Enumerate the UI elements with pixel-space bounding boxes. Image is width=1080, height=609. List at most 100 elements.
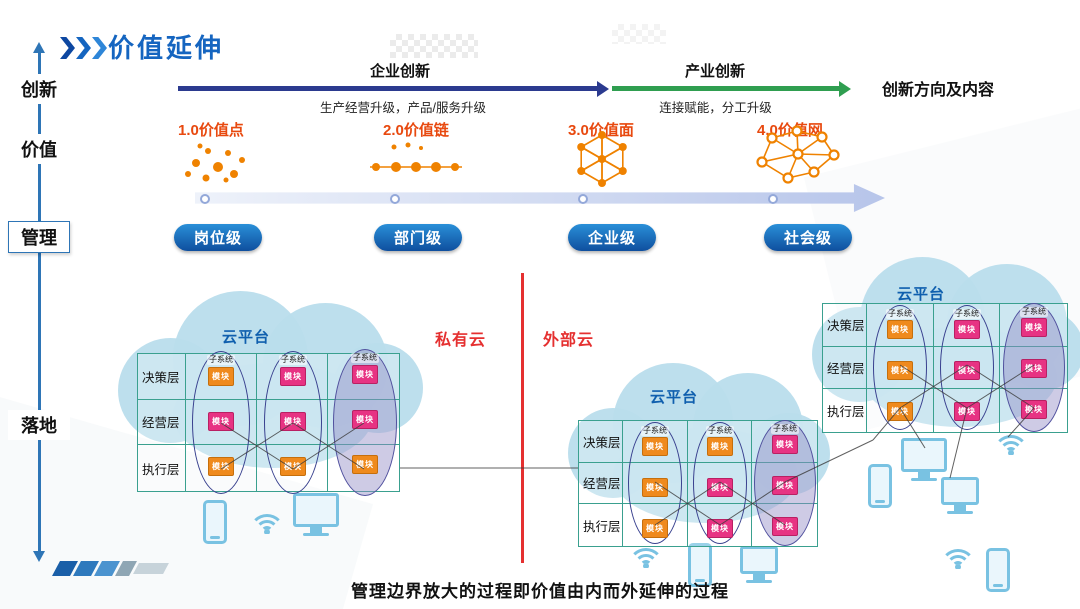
module-box-pink: 模块 (772, 517, 798, 536)
wifi-icon (938, 541, 978, 569)
subsystem-label: 子系统 (953, 309, 981, 319)
subsystem-label: 子系统 (771, 424, 799, 434)
subsystem-ellipse: 子系统 模块模块模块 (264, 351, 322, 494)
module-box-orange: 模块 (887, 320, 913, 339)
stage-marker (200, 194, 210, 204)
subsystem-ellipse: 子系统 模块模块模块 (754, 420, 816, 546)
enterprise-innovation-arrow (178, 80, 609, 97)
module-box-pink: 模块 (1021, 318, 1047, 337)
phone-icon (986, 548, 1010, 592)
module-box-orange: 模块 (280, 457, 306, 476)
phone-icon (203, 500, 227, 544)
cloud-platform-label: 云平台 (650, 389, 699, 406)
module-box-pink: 模块 (1021, 400, 1047, 419)
stage-marker (768, 194, 778, 204)
enterprise-innovation-subtitle: 生产经营升级，产品/服务升级 (320, 101, 486, 115)
module-box-pink: 模块 (280, 412, 306, 431)
cloud-platform-label: 云平台 (222, 329, 271, 346)
module-box-orange: 模块 (208, 367, 234, 386)
pixel-mosaic-decoration (390, 34, 478, 58)
layer-label-execution: 执行层 (579, 504, 623, 546)
module-box-orange: 模块 (887, 361, 913, 380)
industry-innovation-subtitle: 连接赋能，分工升级 (659, 101, 772, 115)
industry-innovation-label: 产业创新 (684, 63, 745, 80)
module-box-pink: 模块 (707, 478, 733, 497)
subsystem-label: 子系统 (1020, 307, 1048, 317)
subsystem-label: 子系统 (641, 426, 669, 436)
cloud-boundary-line (521, 273, 524, 563)
module-box-pink: 模块 (772, 476, 798, 495)
stage-marker (578, 194, 588, 204)
private-cloud-label: 私有云 (435, 332, 487, 349)
monitor-icon (740, 546, 778, 574)
table-cell (867, 389, 934, 432)
module-box-orange: 模块 (707, 437, 733, 456)
stage-label-2: 2.0价值链 (383, 122, 449, 139)
layer-label-execution: 执行层 (138, 445, 186, 491)
subsystem-label: 子系统 (207, 355, 235, 365)
enterprise-innovation-label: 企业创新 (369, 63, 430, 80)
value-extension-arrow (195, 184, 885, 212)
subsystem-label: 子系统 (279, 355, 307, 365)
monitor-icon (941, 477, 979, 505)
subsystem-ellipse: 子系统 模块模块模块 (1003, 303, 1065, 432)
level-pill-position: 岗位级 (174, 224, 262, 251)
level-pill-society: 社会级 (764, 224, 852, 251)
layer-label-operation: 经营层 (579, 462, 623, 505)
stage-label-1: 1.0价值点 (178, 122, 244, 139)
module-box-pink: 模块 (954, 361, 980, 380)
direction-note: 创新方向及内容 (882, 82, 995, 99)
subsystem-ellipse: 子系统 模块模块模块 (333, 349, 397, 496)
module-box-orange: 模块 (352, 455, 378, 474)
table-cell (934, 389, 1001, 432)
wifi-icon (626, 540, 666, 568)
footer-chevrons-decoration (52, 561, 169, 576)
subsystem-ellipse: 子系统 模块模块模块 (628, 422, 682, 544)
phone-icon (868, 464, 892, 508)
module-box-pink: 模块 (208, 412, 234, 431)
value-point-icon (185, 143, 245, 183)
module-box-pink: 模块 (1021, 359, 1047, 378)
footer-caption: 管理边界放大的过程即价值由内而外延伸的过程 (351, 582, 729, 601)
axis-label-innovation: 创新 (8, 74, 70, 104)
module-box-pink: 模块 (772, 435, 798, 454)
cloud-platform-label: 云平台 (897, 286, 946, 303)
subsystem-label: 子系统 (706, 426, 734, 436)
vertical-axis-line (33, 42, 45, 562)
title-chevrons-icon (60, 37, 107, 59)
layer-label-decision: 决策层 (823, 304, 867, 347)
module-box-orange: 模块 (208, 457, 234, 476)
axis-label-value: 价值 (8, 134, 70, 164)
module-box-pink: 模块 (280, 367, 306, 386)
page-title: 价值延伸 (108, 33, 225, 63)
layer-label-decision: 决策层 (579, 421, 623, 463)
wifi-icon (247, 506, 287, 534)
monitor-icon (901, 438, 947, 472)
industry-innovation-arrow (612, 80, 851, 97)
phone-icon (688, 543, 712, 587)
layer-label-execution: 执行层 (823, 389, 867, 432)
subsystem-ellipse: 子系统 模块模块模块 (873, 305, 927, 430)
stage-marker (390, 194, 400, 204)
value-chain-icon (370, 142, 462, 172)
module-box-orange: 模块 (887, 402, 913, 421)
module-box-orange: 模块 (642, 519, 668, 538)
level-pill-enterprise: 企业级 (568, 224, 656, 251)
module-box-orange: 模块 (642, 437, 668, 456)
module-box-pink: 模块 (352, 365, 378, 384)
module-box-pink: 模块 (707, 519, 733, 538)
pixel-mosaic-decoration (612, 24, 666, 44)
monitor-icon (293, 493, 339, 527)
layer-label-operation: 经营层 (138, 399, 186, 446)
axis-label-landing: 落地 (8, 410, 70, 440)
subsystem-ellipse: 子系统 模块模块模块 (693, 422, 747, 544)
subsystem-ellipse: 子系统 模块模块模块 (192, 351, 250, 494)
subsystem-ellipse: 子系统 模块模块模块 (940, 305, 994, 430)
axis-label-management: 管理 (8, 221, 70, 253)
module-box-pink: 模块 (954, 402, 980, 421)
layer-label-operation: 经营层 (823, 346, 867, 390)
layer-label-decision: 决策层 (138, 354, 186, 400)
module-box-pink: 模块 (352, 410, 378, 429)
level-pill-department: 部门级 (374, 224, 462, 251)
value-network-icon (756, 125, 840, 184)
